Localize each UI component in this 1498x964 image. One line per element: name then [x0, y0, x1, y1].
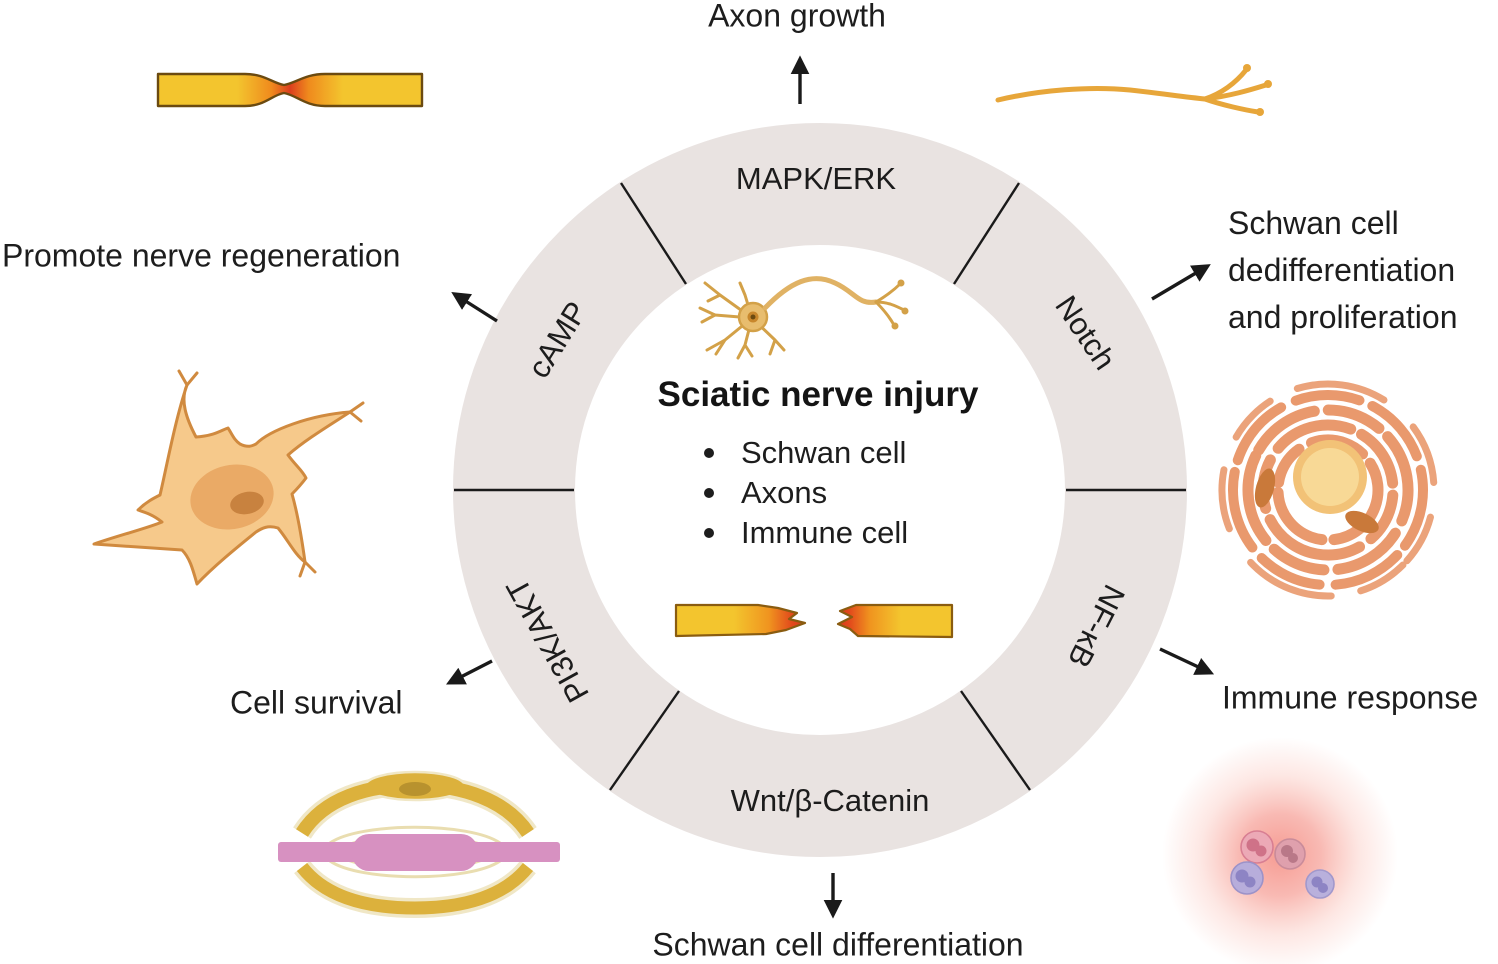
immune-cell [1274, 838, 1306, 870]
center-bullet-list: Schwan cell Axons Immune cell [704, 433, 908, 553]
divider-upper-right [952, 182, 1021, 285]
schwann-nucleus [1345, 510, 1379, 534]
bullet-label: Schwan cell [741, 435, 907, 470]
schwann-cell-cross-section-illustration [1218, 380, 1438, 600]
immune-cells-illustration [1162, 737, 1398, 964]
list-item: Immune cell [704, 513, 908, 553]
arrow-promote-regeneration [451, 291, 498, 323]
cell-nucleus [190, 464, 274, 530]
center-title: Sciatic nerve injury [657, 375, 979, 414]
ring-segment-label-mapk-erk: MAPK/ERK [735, 161, 897, 196]
bullet-icon [704, 448, 714, 458]
outcome-label-cell-survival: Cell survival [230, 684, 403, 721]
ring-segment-label-wnt-catenin: Wnt/β-Catenin [730, 783, 930, 818]
nerve-stump-right [836, 603, 954, 639]
dedifferentiated-schwann-cell-illustration [92, 369, 365, 586]
outcome-label-axon-growth: Axon growth [708, 0, 886, 34]
arrow-immune-response [1159, 647, 1215, 675]
axon-sprout-illustration [995, 64, 1272, 116]
myelinating-schwann-cell-illustration [278, 770, 560, 919]
bullet-icon [704, 488, 714, 498]
severed-nerve-illustration [674, 603, 954, 639]
axon-terminals [874, 279, 909, 330]
arrow-schwann-dedifferentiation [1151, 264, 1211, 301]
outcome-label-line: Schwan cell [1228, 205, 1399, 241]
outcome-arrows [446, 55, 1215, 919]
axon-sprout-branch [1202, 82, 1269, 102]
immune-cell [1305, 869, 1335, 899]
bullet-icon [704, 528, 714, 538]
divider-upper-left [619, 182, 688, 285]
outcome-label-schwann-differentiation: Schwan cell differentiation [652, 926, 1024, 963]
divider-lower-left [609, 690, 680, 791]
schwann-nucleus [1254, 468, 1276, 508]
immune-cell [1230, 861, 1264, 895]
neuron-illustration [698, 276, 909, 360]
outcome-label-promote-regeneration: Promote nerve regeneration [2, 237, 401, 274]
crushed-nerve-illustration [156, 72, 424, 108]
axon-sprout-branch [1202, 96, 1261, 115]
bullet-label: Immune cell [741, 515, 909, 550]
list-item: Axons [704, 473, 908, 513]
ring-dividers [454, 182, 1186, 791]
schwann-nucleus [399, 782, 431, 796]
outcome-label-schwann-dedifferentiation: Schwan cell dedifferentiation and prolif… [1228, 200, 1457, 341]
list-item: Schwan cell [704, 433, 908, 473]
nerve-stump-left [674, 603, 807, 638]
myelin-band-bottom [296, 862, 534, 915]
immune-cell [1240, 830, 1274, 864]
arrow-cell-survival [446, 659, 493, 685]
outcome-label-line: and proliferation [1228, 299, 1458, 335]
bullet-label: Axons [741, 475, 828, 510]
outcome-label-line: dedifferentiation [1228, 252, 1456, 288]
axon-sprout-main [995, 85, 1208, 103]
outcome-label-immune-response: Immune response [1222, 679, 1479, 716]
axon [762, 276, 879, 311]
crushed-nerve-shape [156, 72, 424, 108]
divider-lower-right [960, 690, 1031, 791]
